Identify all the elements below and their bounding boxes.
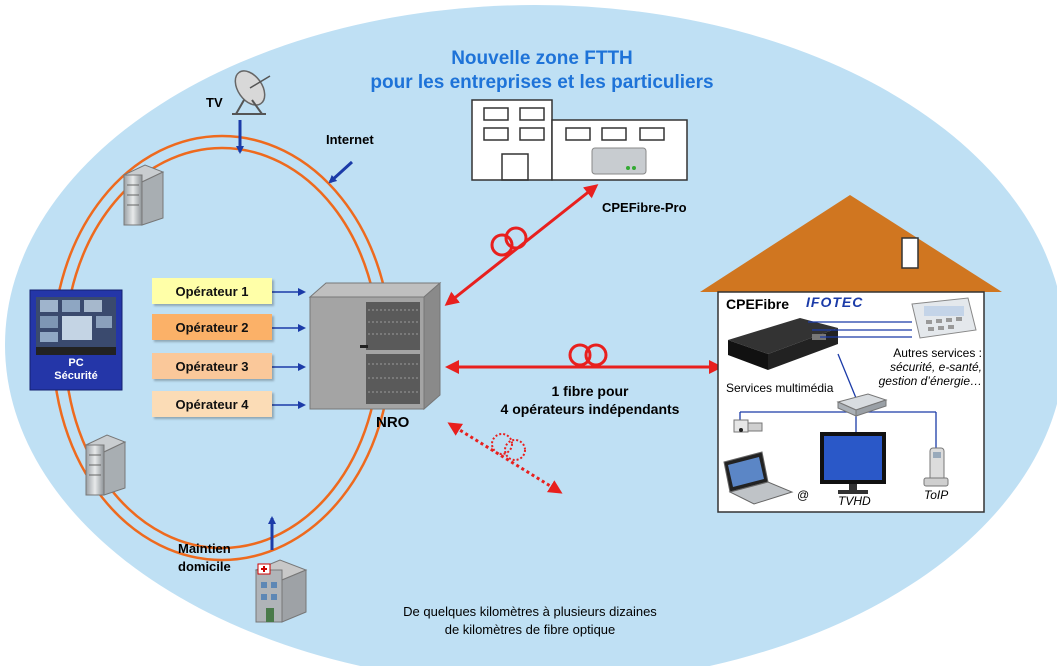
fibre-caption: 1 fibre pour 4 opérateurs indépendants bbox=[470, 382, 710, 418]
bottom-caption-line2: de kilomètres de fibre optique bbox=[444, 622, 616, 637]
office-building bbox=[471, 99, 688, 181]
autres-services: Autres services : sécurité, e-santé, ges… bbox=[842, 346, 982, 388]
ip-phone-icon bbox=[923, 447, 949, 487]
nro-label: NRO bbox=[376, 414, 410, 431]
maintien-label-line1: Maintien bbox=[178, 541, 231, 556]
operator-3-box: Opérateur 3 bbox=[152, 353, 272, 379]
cpe-pro-label: CPEFibre-Pro bbox=[602, 200, 687, 215]
pc-label-line2: Sécurité bbox=[54, 370, 98, 382]
brand-logo-bg bbox=[804, 294, 862, 310]
fibre-coil-icon bbox=[490, 226, 528, 257]
server-icon bbox=[84, 434, 127, 496]
pc-label-line1: PC bbox=[68, 357, 84, 369]
control-room-icon bbox=[29, 289, 123, 391]
bottom-caption-line1: De quelques kilomètres à plusieurs dizai… bbox=[403, 604, 657, 619]
tv-label: TV bbox=[206, 95, 223, 110]
operator-1-box: Opérateur 1 bbox=[152, 278, 272, 304]
diagram-title-line1: Nouvelle zone FTTH bbox=[451, 48, 633, 69]
security-keypad-icon bbox=[911, 297, 977, 339]
multimedia-label: Services multimédia bbox=[726, 381, 834, 395]
operator-4-label: Opérateur 4 bbox=[175, 396, 249, 412]
maintien-label-line2: domicile bbox=[178, 559, 231, 574]
fibre-caption-line2: 4 opérateurs indépendants bbox=[500, 401, 680, 417]
laptop-icon bbox=[723, 451, 794, 505]
autres-services-title: Autres services : bbox=[893, 346, 982, 360]
set-top-box-icon bbox=[733, 419, 763, 433]
operator-2-label: Opérateur 2 bbox=[175, 319, 249, 335]
tv-screen-icon bbox=[820, 432, 886, 494]
operator-links bbox=[272, 288, 306, 409]
fibre-coil-future-icon bbox=[491, 433, 526, 461]
hospital-building-icon bbox=[254, 559, 308, 623]
satellite-dish-icon bbox=[232, 70, 271, 115]
tvhd-label: TVHD bbox=[838, 494, 871, 508]
operator-4-box: Opérateur 4 bbox=[152, 391, 272, 417]
cpe-label: CPEFibre bbox=[726, 296, 790, 312]
brand-logo: IFOTEC bbox=[806, 294, 864, 310]
fibre-caption-line1: 1 fibre pour bbox=[551, 383, 629, 399]
operator-2-box: Opérateur 2 bbox=[152, 314, 272, 340]
fiber-router-icon bbox=[728, 318, 838, 370]
fibre-coil-icon bbox=[568, 343, 608, 367]
rack-cabinet-icon bbox=[308, 281, 442, 411]
server-icon bbox=[122, 164, 165, 226]
internet-label: Internet bbox=[326, 132, 374, 147]
internet-feed-arrow bbox=[328, 160, 354, 184]
operator-1-label: Opérateur 1 bbox=[175, 283, 249, 299]
operator-3-label: Opérateur 3 bbox=[175, 358, 249, 374]
autres-services-line2: sécurité, e-santé, bbox=[889, 360, 982, 374]
network-switch-icon bbox=[836, 393, 888, 417]
bottom-caption: De quelques kilomètres à plusieurs dizai… bbox=[380, 603, 680, 639]
pc-securite-label: PC Sécurité bbox=[30, 357, 122, 383]
maintien-label: Maintien domicile bbox=[178, 540, 231, 576]
toip-label: ToIP bbox=[924, 488, 949, 502]
autres-services-line3: gestion d’énergie… bbox=[878, 374, 982, 388]
at-label: @ bbox=[797, 488, 810, 502]
diagram-title-line2: pour les entreprises et les particuliers bbox=[370, 72, 714, 93]
